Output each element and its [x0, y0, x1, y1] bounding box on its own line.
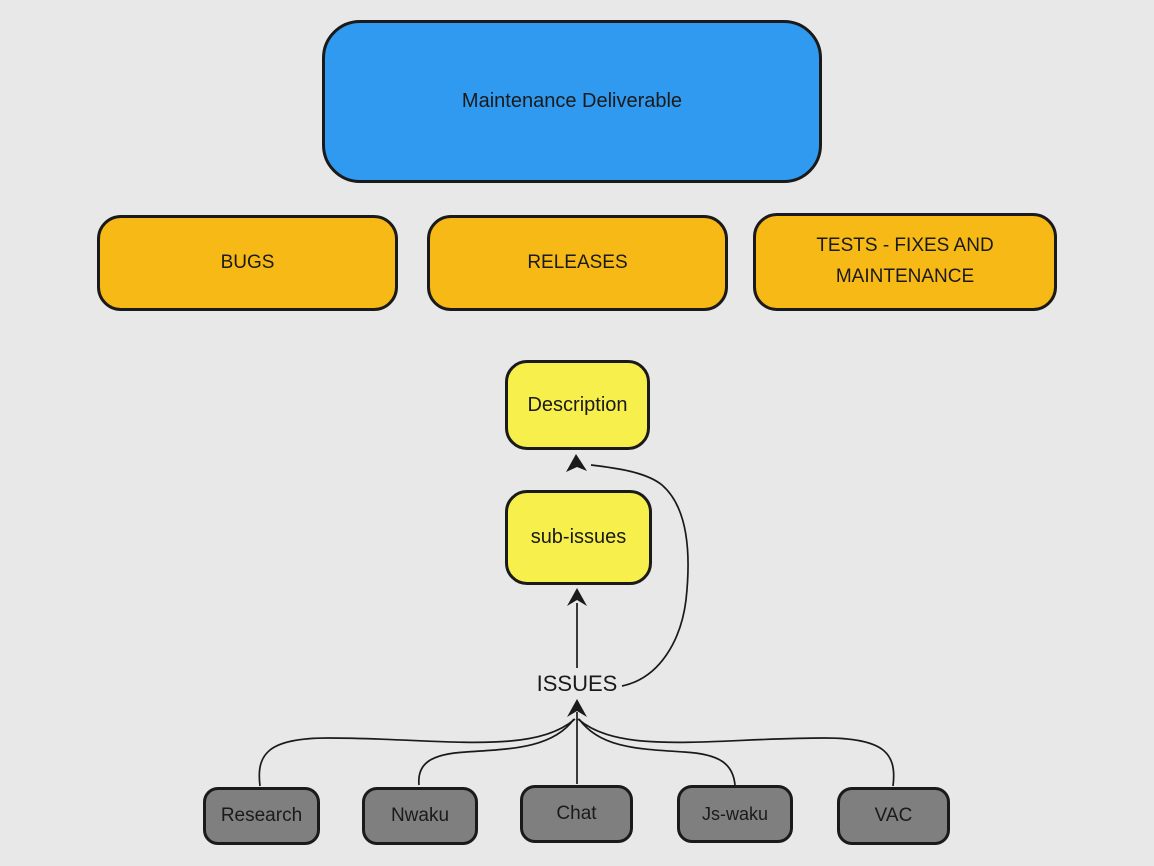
edge-research-issues [258, 718, 576, 787]
node-vac: VAC [837, 787, 950, 845]
node-chat: Chat [520, 785, 633, 843]
arrowhead-into-subissues [567, 588, 587, 606]
node-js-waku: Js-waku [677, 785, 793, 843]
node-sub-issues: sub-issues [505, 490, 652, 585]
arrowhead-into-description [566, 454, 587, 472]
arrowhead-into-issues [567, 699, 587, 717]
node-research-label: Research [220, 805, 303, 826]
node-research: Research [203, 787, 320, 845]
edge-jswaku-issues [578, 718, 736, 786]
node-releases-label: RELEASES [527, 251, 628, 273]
node-description-label: Description [527, 393, 628, 416]
node-bugs: BUGS [97, 215, 398, 311]
node-maintenance-deliverable-label: Maintenance Deliverable [461, 90, 683, 112]
edge-issues-description [590, 464, 689, 687]
node-tests-fixes-maintenance-label: TESTS - FIXES AND MAINTENANCE [816, 235, 994, 287]
node-chat-label: Chat [556, 803, 597, 824]
node-sub-issues-label: sub-issues [530, 526, 627, 548]
edge-nwaku-issues [418, 718, 575, 786]
edge-vac-issues [577, 718, 895, 787]
node-issues: ISSUES [536, 671, 618, 696]
node-nwaku: Nwaku [362, 787, 478, 845]
node-releases: RELEASES [427, 215, 728, 311]
node-tests-fixes-maintenance: TESTS - FIXES AND MAINTENANCE [753, 213, 1057, 311]
node-bugs-label: BUGS [220, 251, 275, 273]
node-vac-label: VAC [874, 805, 913, 826]
node-js-waku-label: Js-waku [701, 803, 768, 824]
node-description: Description [505, 360, 650, 450]
node-maintenance-deliverable: Maintenance Deliverable [322, 20, 822, 183]
node-nwaku-label: Nwaku [390, 805, 450, 826]
